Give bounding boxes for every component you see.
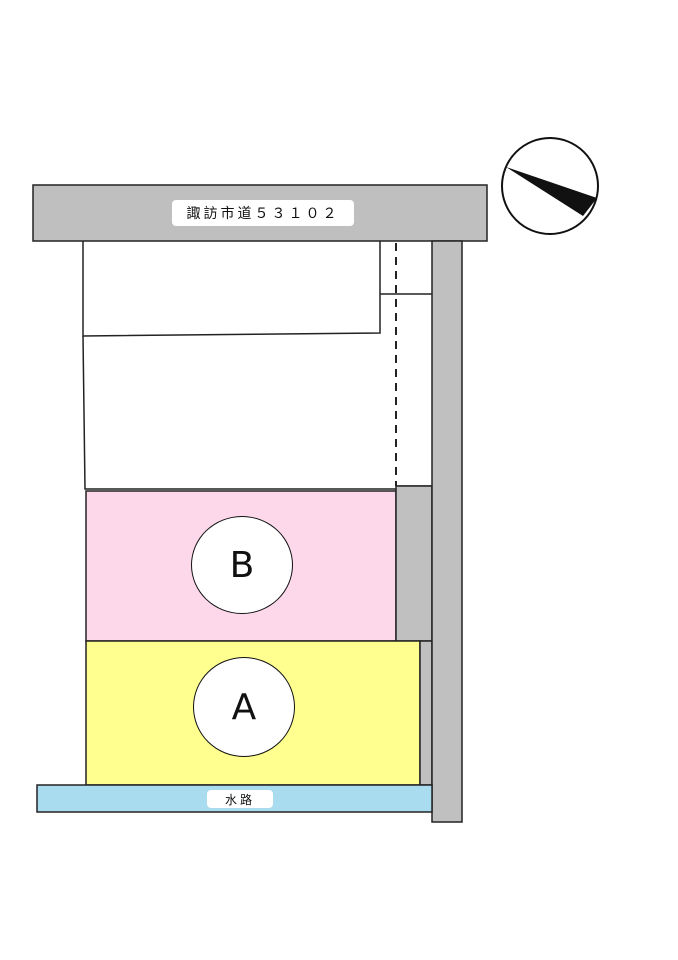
waterway-label: 水路 <box>207 790 273 808</box>
side-strip-b <box>395 485 433 642</box>
upper-lot-boundary <box>82 335 398 490</box>
side-strip-a <box>419 640 433 786</box>
right-road-strip <box>431 240 463 823</box>
lot-b-label: B <box>191 516 293 614</box>
road-label: 諏訪市道５３１０２ <box>172 200 354 226</box>
north-arrow-icon <box>501 137 599 235</box>
upper-building-outline <box>82 241 381 337</box>
lot-a-label: A <box>193 657 295 757</box>
